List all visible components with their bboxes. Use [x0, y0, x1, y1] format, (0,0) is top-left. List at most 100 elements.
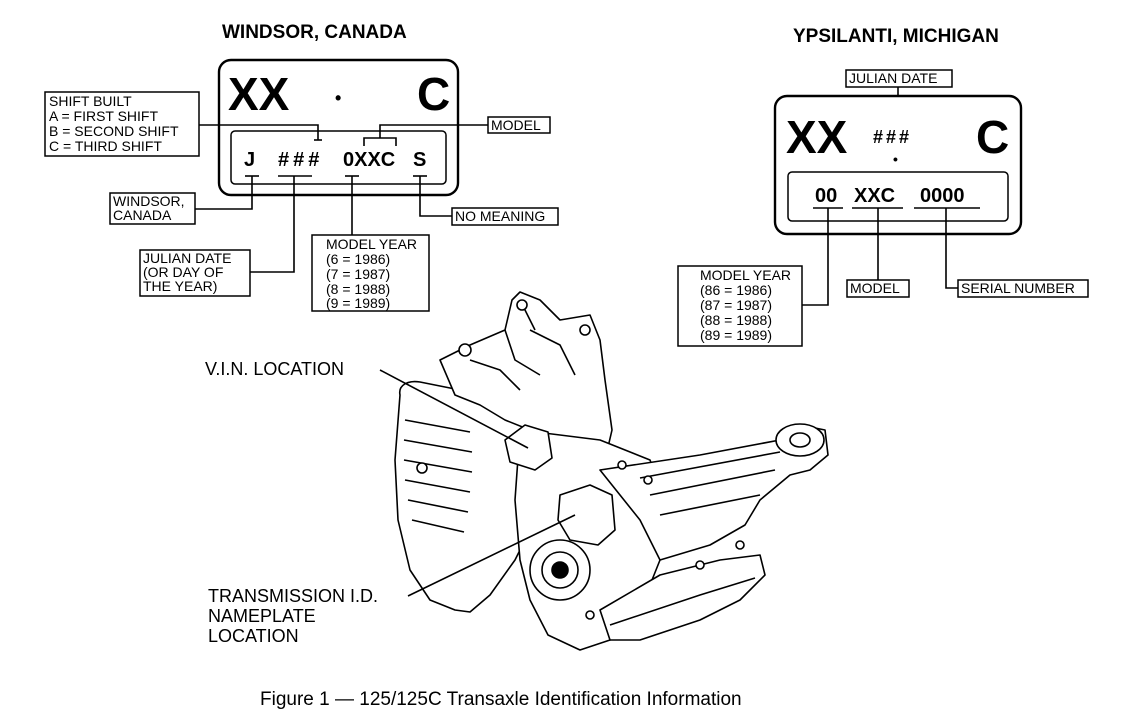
shift-built-leader: [199, 124, 319, 140]
ypsilanti-section: YPSILANTI, MICHIGAN JULIAN DATE XX ### •…: [677, 26, 1089, 347]
ypsilanti-model-label: MODEL: [850, 280, 900, 296]
ypsilanti-model-year-89: (89 = 1989): [700, 327, 772, 343]
windsor-code-box: [230, 130, 447, 185]
windsor-model-year-6: (6 = 1986): [326, 251, 390, 267]
case-bolt-3: [695, 560, 705, 570]
windsor-plate-c: C: [417, 68, 450, 120]
ypsilanti-julian-box: [845, 69, 953, 88]
case-bolt-4: [735, 540, 745, 550]
windsor-julian-callout: JULIAN DATE (OR DAY OF THE YEAR): [139, 175, 312, 297]
windsor-model-year-title: MODEL YEAR: [326, 236, 417, 252]
vin-location-leader: [379, 369, 529, 449]
windsor-julian-line3: THE YEAR): [143, 278, 217, 294]
ypsilanti-nameplate: XX ### • C 00 XXC 0000: [773, 94, 1023, 236]
case-bolt-5: [585, 610, 595, 620]
nameplate-location-line2: NAMEPLATE: [208, 606, 316, 626]
windsor-julian-line2: (OR DAY OF: [143, 264, 223, 280]
nameplate-location-leader: [407, 514, 576, 597]
nameplate-boss: [557, 484, 616, 546]
windsor-location-callout: WINDSOR, CANADA: [109, 175, 259, 225]
windsor-model-leader: [379, 124, 488, 138]
ypsilanti-plate-date: ###: [873, 127, 912, 147]
windsor-model-bracket: [363, 137, 397, 146]
no-meaning-callout: NO MEANING: [413, 175, 559, 226]
windsor-model-year-box: [311, 234, 430, 312]
windsor-code-date: ###: [278, 149, 323, 171]
windsor-section: WINDSOR, CANADA XX • C J ### 0XXC S SHIF…: [44, 22, 559, 312]
windsor-model-year-7: (7 = 1987): [326, 266, 390, 282]
ypsilanti-code-serial: 0000: [920, 185, 965, 207]
mount-bolt-3: [579, 324, 591, 336]
ypsilanti-model-year-86: (86 = 1986): [700, 282, 772, 298]
ypsilanti-serial-leader: [945, 208, 958, 289]
upper-mount-bracket: [439, 291, 613, 471]
windsor-location-box: [109, 192, 196, 225]
ypsilanti-julian-callout: JULIAN DATE: [845, 69, 953, 123]
shift-built-legend: SHIFT BUILT A = FIRST SHIFT B = SECOND S…: [44, 91, 322, 157]
housing-bolt: [416, 462, 428, 474]
ypsilanti-plate-dot: •: [893, 151, 898, 167]
ypsilanti-model-year-88: (88 = 1988): [700, 312, 772, 328]
output-bearing-hub: [551, 561, 569, 579]
mount-bolt-2: [516, 299, 528, 311]
windsor-model-year-callout: MODEL YEAR (6 = 1986) (7 = 1987) (8 = 19…: [311, 175, 430, 312]
windsor-code-model: 0XXC: [343, 149, 395, 171]
windsor-julian-leader: [250, 176, 295, 273]
ypsilanti-julian-label: JULIAN DATE: [849, 70, 937, 86]
windsor-location-line2: CANADA: [113, 207, 172, 223]
shift-built-c: C = THIRD SHIFT: [49, 138, 162, 154]
transaxle-illustration: [394, 291, 829, 651]
nameplate-location-line3: LOCATION: [208, 626, 299, 646]
windsor-code-j: J: [244, 149, 255, 171]
shift-built-title: SHIFT BUILT: [49, 93, 132, 109]
housing-fins: [403, 419, 473, 533]
windsor-nameplate: XX • C J ### 0XXC S: [217, 58, 460, 197]
mount-bolt-1: [458, 343, 472, 357]
oil-pan: [599, 554, 766, 641]
ypsilanti-model-year-87: (87 = 1987): [700, 297, 772, 313]
ypsilanti-plate-c: C: [976, 111, 1009, 163]
ypsilanti-plate-xx: XX: [786, 111, 848, 163]
windsor-code-s: S: [413, 149, 426, 171]
ypsilanti-model-year-leader: [802, 208, 829, 306]
extension-end-bore: [789, 432, 811, 448]
ypsilanti-code-model: XXC: [854, 185, 895, 207]
windsor-julian-box: [139, 249, 251, 297]
windsor-location-leader: [195, 176, 253, 210]
shift-built-box: [44, 91, 200, 157]
ypsilanti-model-year-box: [677, 265, 803, 347]
windsor-model-label: MODEL: [491, 117, 541, 133]
mount-detail: [469, 299, 576, 391]
windsor-plate-xx: XX: [228, 68, 290, 120]
figure-caption: Figure 1 — 125/125C Transaxle Identifica…: [260, 689, 742, 710]
windsor-julian-line1: JULIAN DATE: [143, 250, 231, 266]
extension-ribs: [639, 451, 781, 516]
no-meaning-label: NO MEANING: [455, 208, 545, 224]
ypsilanti-model-callout: MODEL: [846, 207, 910, 298]
case-bolt-2: [643, 475, 653, 485]
windsor-model-callout: MODEL: [363, 116, 551, 146]
nameplate-location-line1: TRANSMISSION I.D.: [208, 586, 378, 606]
vin-pad: [504, 424, 553, 471]
vin-location-callout: V.I.N. LOCATION: [205, 359, 529, 449]
ypsilanti-serial-label: SERIAL NUMBER: [961, 280, 1075, 296]
oil-pan-flange: [609, 577, 756, 626]
windsor-heading: WINDSOR, CANADA: [222, 22, 407, 43]
ypsilanti-serial-callout: SERIAL NUMBER: [914, 207, 1089, 298]
ypsilanti-model-year-title: MODEL YEAR: [700, 267, 791, 283]
windsor-location-line1: WINDSOR,: [113, 193, 185, 209]
no-meaning-leader: [419, 176, 452, 217]
vin-location-label: V.I.N. LOCATION: [205, 359, 344, 379]
windsor-model-year-9: (9 = 1989): [326, 295, 390, 311]
windsor-model-year-8: (8 = 1988): [326, 281, 390, 297]
case-bolt-1: [617, 460, 627, 470]
nameplate-location-callout: TRANSMISSION I.D. NAMEPLATE LOCATION: [208, 514, 576, 646]
windsor-plate-dot: •: [335, 88, 341, 108]
ypsilanti-code-year: 00: [815, 185, 837, 207]
ypsilanti-heading: YPSILANTI, MICHIGAN: [793, 26, 999, 47]
shift-built-b: B = SECOND SHIFT: [49, 123, 179, 139]
ypsilanti-model-year-callout: MODEL YEAR (86 = 1986) (87 = 1987) (88 =…: [677, 207, 843, 347]
shift-built-a: A = FIRST SHIFT: [49, 108, 158, 124]
